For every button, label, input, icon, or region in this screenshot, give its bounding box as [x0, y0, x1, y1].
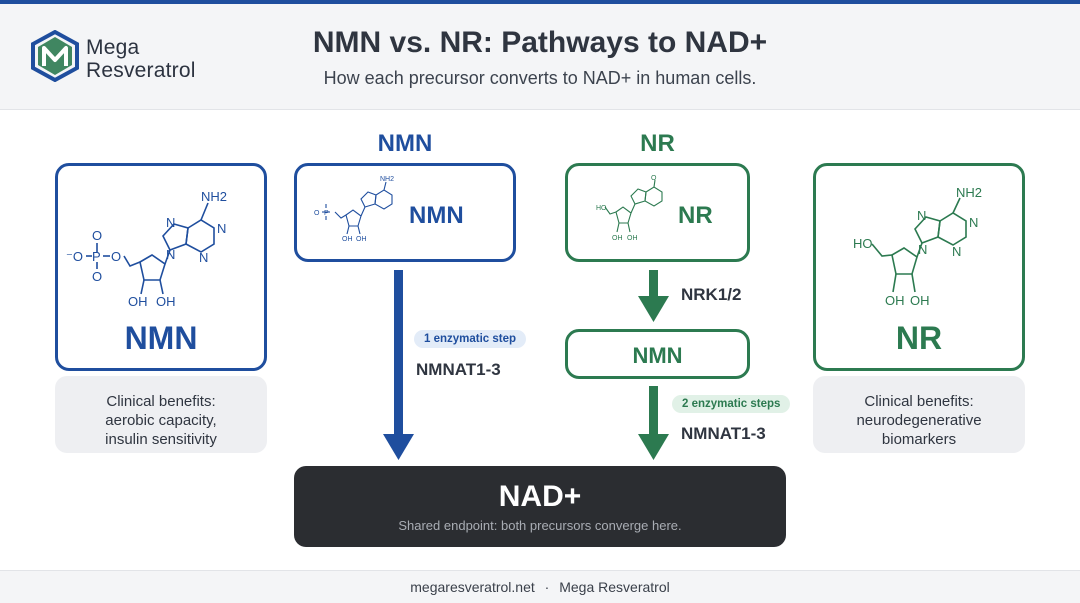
nr-pathway-card: NR	[565, 163, 750, 262]
intermediate-nmn-label: NMN	[632, 343, 683, 368]
nmn-n-label-4: N	[166, 247, 175, 262]
nmn-small-molecule-icon	[322, 181, 393, 235]
footer-site-link[interactable]: megaresveratrol.net	[410, 579, 535, 595]
nmn-nh2-label: NH2	[201, 189, 227, 204]
nmn-column-label: NMN	[377, 130, 433, 157]
nr-benefits-panel: Clinical benefits: neurodegenerative bio…	[813, 376, 1025, 453]
nr-small-ho-label: HO	[596, 205, 607, 212]
nmn-small-o-label: O	[314, 210, 320, 217]
header: Mega Resveratrol NMN vs. NR: Pathways to…	[0, 4, 1080, 110]
nr-ho-label: HO	[853, 236, 873, 251]
nmn-o-label-ester: O	[111, 249, 121, 264]
nmn-card-name: NMN	[124, 320, 198, 356]
nr-molecule-icon	[871, 197, 967, 293]
nr-card-name: NR	[895, 320, 943, 356]
nmn-oh-label-1: OH	[128, 294, 148, 309]
nmn-n-label-2: N	[217, 221, 226, 236]
nmn-small-oh-1: OH	[342, 236, 353, 243]
footer: megaresveratrol.net · Mega Resveratrol	[0, 570, 1080, 603]
nr-pathway-name: NR	[678, 202, 713, 229]
nr-small-o-label: O	[651, 175, 657, 182]
nr-intermediate-nmn-box: NMN	[565, 329, 750, 379]
nr-oh-label-1: OH	[885, 293, 905, 308]
nmn-benefit-2: insulin sensitivity	[105, 431, 217, 448]
nmn-benefit-1: aerobic capacity,	[105, 412, 217, 429]
nmn-pathway-card: NMN	[294, 163, 516, 262]
nr-small-oh-1: OH	[612, 235, 623, 242]
nr-n-label-1: N	[917, 208, 926, 223]
nmn-small-oh-2: OH	[356, 236, 367, 243]
nr-benefit-heading: Clinical benefits:	[864, 393, 974, 410]
nr-n-label-3: N	[952, 244, 961, 259]
nad-title: NAD+	[498, 480, 582, 513]
nr-column-label: NR	[640, 130, 675, 157]
page-title: NMN vs. NR: Pathways to NAD+	[312, 26, 768, 59]
nr-enzyme-label: NMNAT1-3	[681, 424, 766, 443]
nmn-structure-card: NMN	[55, 163, 267, 371]
nr-to-nmn-arrow	[638, 270, 669, 322]
nr-benefit-2: biomarkers	[881, 431, 957, 448]
nmn-n-label-3: N	[199, 250, 208, 265]
brand-name: Mega Resveratrol	[86, 36, 196, 82]
top-accent-bar	[0, 0, 1080, 4]
nmn-small-p-label: P	[324, 210, 329, 217]
nr-small-oh-2: OH	[627, 235, 638, 242]
nmn-small-nh2-label: NH2	[380, 176, 394, 183]
nmn-o-label-bottom: O	[92, 269, 102, 284]
nmn-o-label-top: O	[92, 228, 102, 243]
nrk-enzyme-label: NRK1/2	[681, 285, 742, 304]
footer-separator: ·	[544, 579, 550, 595]
nmn-p-label: P	[92, 249, 101, 264]
nmn-benefits-panel: Clinical benefits: aerobic capacity, ins…	[55, 376, 267, 453]
nmn-enzyme-label: NMNAT1-3	[416, 360, 501, 379]
nr-benefit-1: neurodegenerative	[856, 412, 982, 429]
nr-small-molecule-icon	[604, 179, 663, 233]
nmn-ominus-label-left: ⁻O	[66, 249, 83, 264]
nr-oh-label-2: OH	[910, 293, 930, 308]
nad-endpoint-box: NAD+ Shared endpoint: both precursors co…	[294, 466, 786, 547]
nr-n-label-2: N	[969, 215, 978, 230]
nr-n-label-4: N	[918, 242, 927, 257]
mega-resveratrol-logo-icon	[31, 30, 79, 82]
brand-line-1: Mega	[86, 36, 140, 59]
nmn-oh-label-2: OH	[156, 294, 176, 309]
nmn-molecule-icon	[86, 202, 215, 295]
nr-nh2-label: NH2	[956, 185, 982, 200]
nr-step-count-badge: 2 enzymatic steps	[672, 395, 791, 413]
nmn-benefit-heading: Clinical benefits:	[106, 393, 216, 410]
footer-brand: Mega Resveratrol	[559, 579, 670, 595]
brand-line-2: Resveratrol	[86, 59, 196, 82]
nmn-step-count-badge: 1 enzymatic step	[414, 330, 527, 348]
nmn-to-nad-green-arrow	[638, 386, 669, 460]
nr-structure-card: NR	[813, 163, 1025, 371]
nmn-n-label-1: N	[166, 215, 175, 230]
nad-subtitle: Shared endpoint: both precursors converg…	[398, 518, 682, 533]
nmn-to-nad-arrow	[383, 270, 414, 460]
nmn-pathway-name: NMN	[409, 202, 464, 229]
page-subtitle: How each precursor converts to NAD+ in h…	[323, 68, 757, 88]
